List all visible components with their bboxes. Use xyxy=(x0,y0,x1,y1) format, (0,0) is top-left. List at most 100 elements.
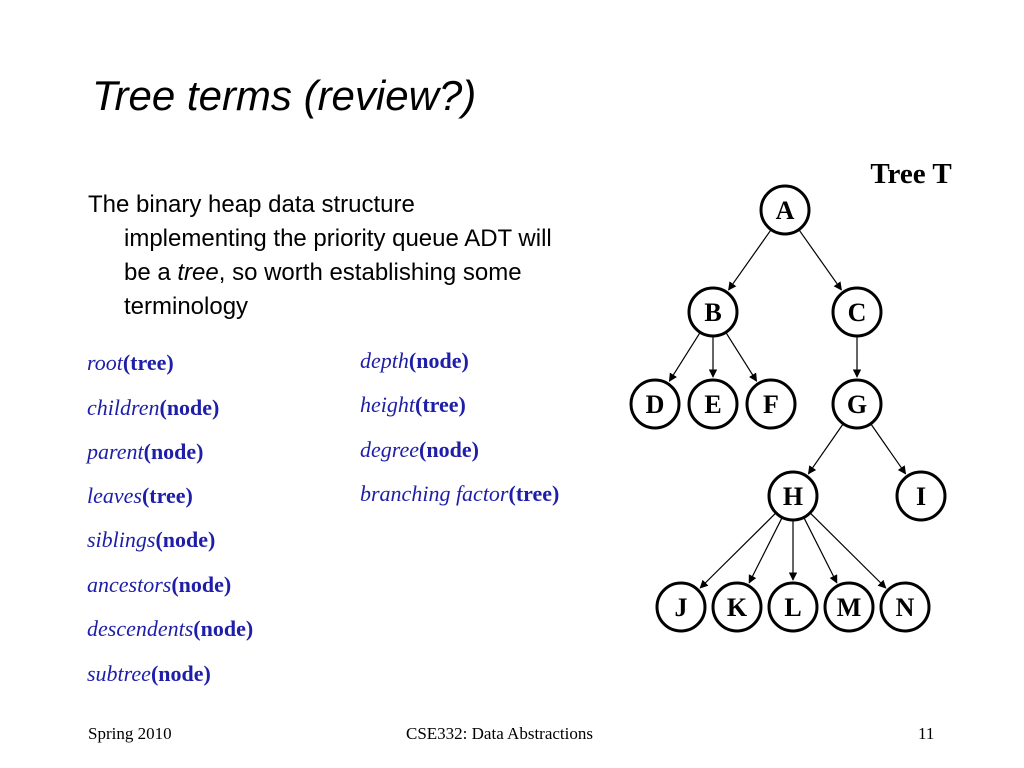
tree-node-circle xyxy=(687,378,739,430)
term-scope: (node) xyxy=(155,527,216,552)
footer-course: CSE332: Data Abstractions xyxy=(406,724,593,743)
term-item: siblings(node) xyxy=(87,527,215,553)
tree-node-circle xyxy=(831,286,883,338)
term-item: height(tree) xyxy=(360,392,466,418)
term-word: subtree xyxy=(87,661,151,686)
tree-node-k: K xyxy=(711,581,763,633)
tree-node-label: L xyxy=(784,593,801,622)
tree-node-l: L xyxy=(767,581,819,633)
term-word: children xyxy=(87,395,160,420)
term-scope: (node) xyxy=(143,439,204,464)
term-word: branching factor xyxy=(360,481,509,506)
term-item: descendents(node) xyxy=(87,616,253,642)
tree-node-label: N xyxy=(896,593,915,622)
tree-node-circle xyxy=(759,184,811,236)
term-word: parent xyxy=(87,439,144,464)
tree-node-circle xyxy=(767,470,819,522)
tree-node-label: A xyxy=(776,196,795,225)
intro-line-3-pre: be a xyxy=(124,259,178,286)
intro-paragraph: The binary heap data structure implement… xyxy=(88,188,648,324)
term-word: depth xyxy=(360,348,409,373)
term-scope: (node) xyxy=(159,395,220,420)
term-scope: (tree) xyxy=(141,483,193,508)
tree-edge-b-d xyxy=(668,332,701,382)
term-scope: (node) xyxy=(408,348,469,373)
term-item: root(tree) xyxy=(87,350,174,376)
tree-node-circle xyxy=(655,581,707,633)
tree-node-a: A xyxy=(759,184,811,236)
tree-node-b: B xyxy=(687,286,739,338)
tree-node-label: J xyxy=(675,593,688,622)
tree-node-circle xyxy=(687,286,739,338)
tree-node-m: M xyxy=(823,581,875,633)
term-word: leaves xyxy=(87,483,142,508)
term-word: descendents xyxy=(87,616,194,641)
term-item: degree(node) xyxy=(360,437,479,463)
term-scope: (node) xyxy=(150,661,211,686)
tree-node-e: E xyxy=(687,378,739,430)
term-item: parent(node) xyxy=(87,439,204,465)
tree-node-label: I xyxy=(916,482,926,511)
tree-node-circle xyxy=(629,378,681,430)
intro-line-3-em: tree xyxy=(177,259,219,286)
tree-node-j: J xyxy=(655,581,707,633)
slide-title: Tree terms (review?) xyxy=(92,72,477,119)
intro-line-2: implementing the priority queue ADT will xyxy=(124,225,552,252)
tree-node-d: D xyxy=(629,378,681,430)
term-scope: (node) xyxy=(193,616,254,641)
term-item: leaves(tree) xyxy=(87,483,193,509)
tree-node-h: H xyxy=(767,470,819,522)
tree-edge-a-c xyxy=(798,230,842,291)
intro-line-3-post: , so worth establishing some xyxy=(218,259,522,286)
tree-node-g: G xyxy=(831,378,883,430)
term-word: degree xyxy=(360,437,420,462)
footer-date: Spring 2010 xyxy=(88,724,172,743)
term-word: ancestors xyxy=(87,572,172,597)
tree-edge-h-k xyxy=(748,518,783,584)
tree-node-label: E xyxy=(704,390,721,419)
intro-line-4: terminology xyxy=(124,293,249,320)
tree-node-label: H xyxy=(783,482,803,511)
tree-node-circle xyxy=(823,581,875,633)
term-item: subtree(node) xyxy=(87,661,211,687)
tree-node-n: N xyxy=(879,581,931,633)
tree-node-label: B xyxy=(704,298,721,327)
tree-node-circle xyxy=(895,470,947,522)
term-scope: (tree) xyxy=(415,392,466,417)
term-item: children(node) xyxy=(87,395,219,421)
term-word: height xyxy=(360,392,415,417)
tree-edge-h-j xyxy=(699,513,776,589)
tree-node-circle xyxy=(767,581,819,633)
term-word: root xyxy=(87,350,123,375)
tree-node-label: M xyxy=(837,593,862,622)
tree-node-i: I xyxy=(895,470,947,522)
term-scope: (tree) xyxy=(508,481,560,506)
tree-node-label: K xyxy=(727,593,748,622)
tree-edge-a-b xyxy=(728,230,772,291)
tree-edge-h-n xyxy=(810,513,887,589)
term-item: branching factor(tree) xyxy=(360,481,559,507)
tree-node-label: G xyxy=(847,390,867,419)
term-scope: (node) xyxy=(419,437,479,462)
term-item: depth(node) xyxy=(360,348,469,374)
tree-edge-g-i xyxy=(870,424,907,475)
tree-nodes: A B C D E F G H I J K L M N xyxy=(629,184,947,633)
footer-page-number: 11 xyxy=(918,724,935,743)
tree-node-circle xyxy=(831,378,883,430)
tree-edge-b-f xyxy=(725,332,758,382)
term-scope: (node) xyxy=(171,572,232,597)
tree-edge-h-m xyxy=(803,518,838,584)
tree-edges xyxy=(668,230,907,589)
tree-node-c: C xyxy=(831,286,883,338)
tree-node-circle xyxy=(745,378,797,430)
tree-node-label: F xyxy=(763,390,779,419)
intro-line-1: The binary heap data structure xyxy=(88,191,415,218)
tree-node-f: F xyxy=(745,378,797,430)
intro-line-3: be a tree, so worth establishing some xyxy=(88,256,648,290)
tree-node-circle xyxy=(711,581,763,633)
tree-edge-g-h xyxy=(807,424,844,475)
term-word: siblings xyxy=(87,527,156,552)
tree-node-label: C xyxy=(848,298,867,327)
tree-node-label: D xyxy=(646,390,665,419)
